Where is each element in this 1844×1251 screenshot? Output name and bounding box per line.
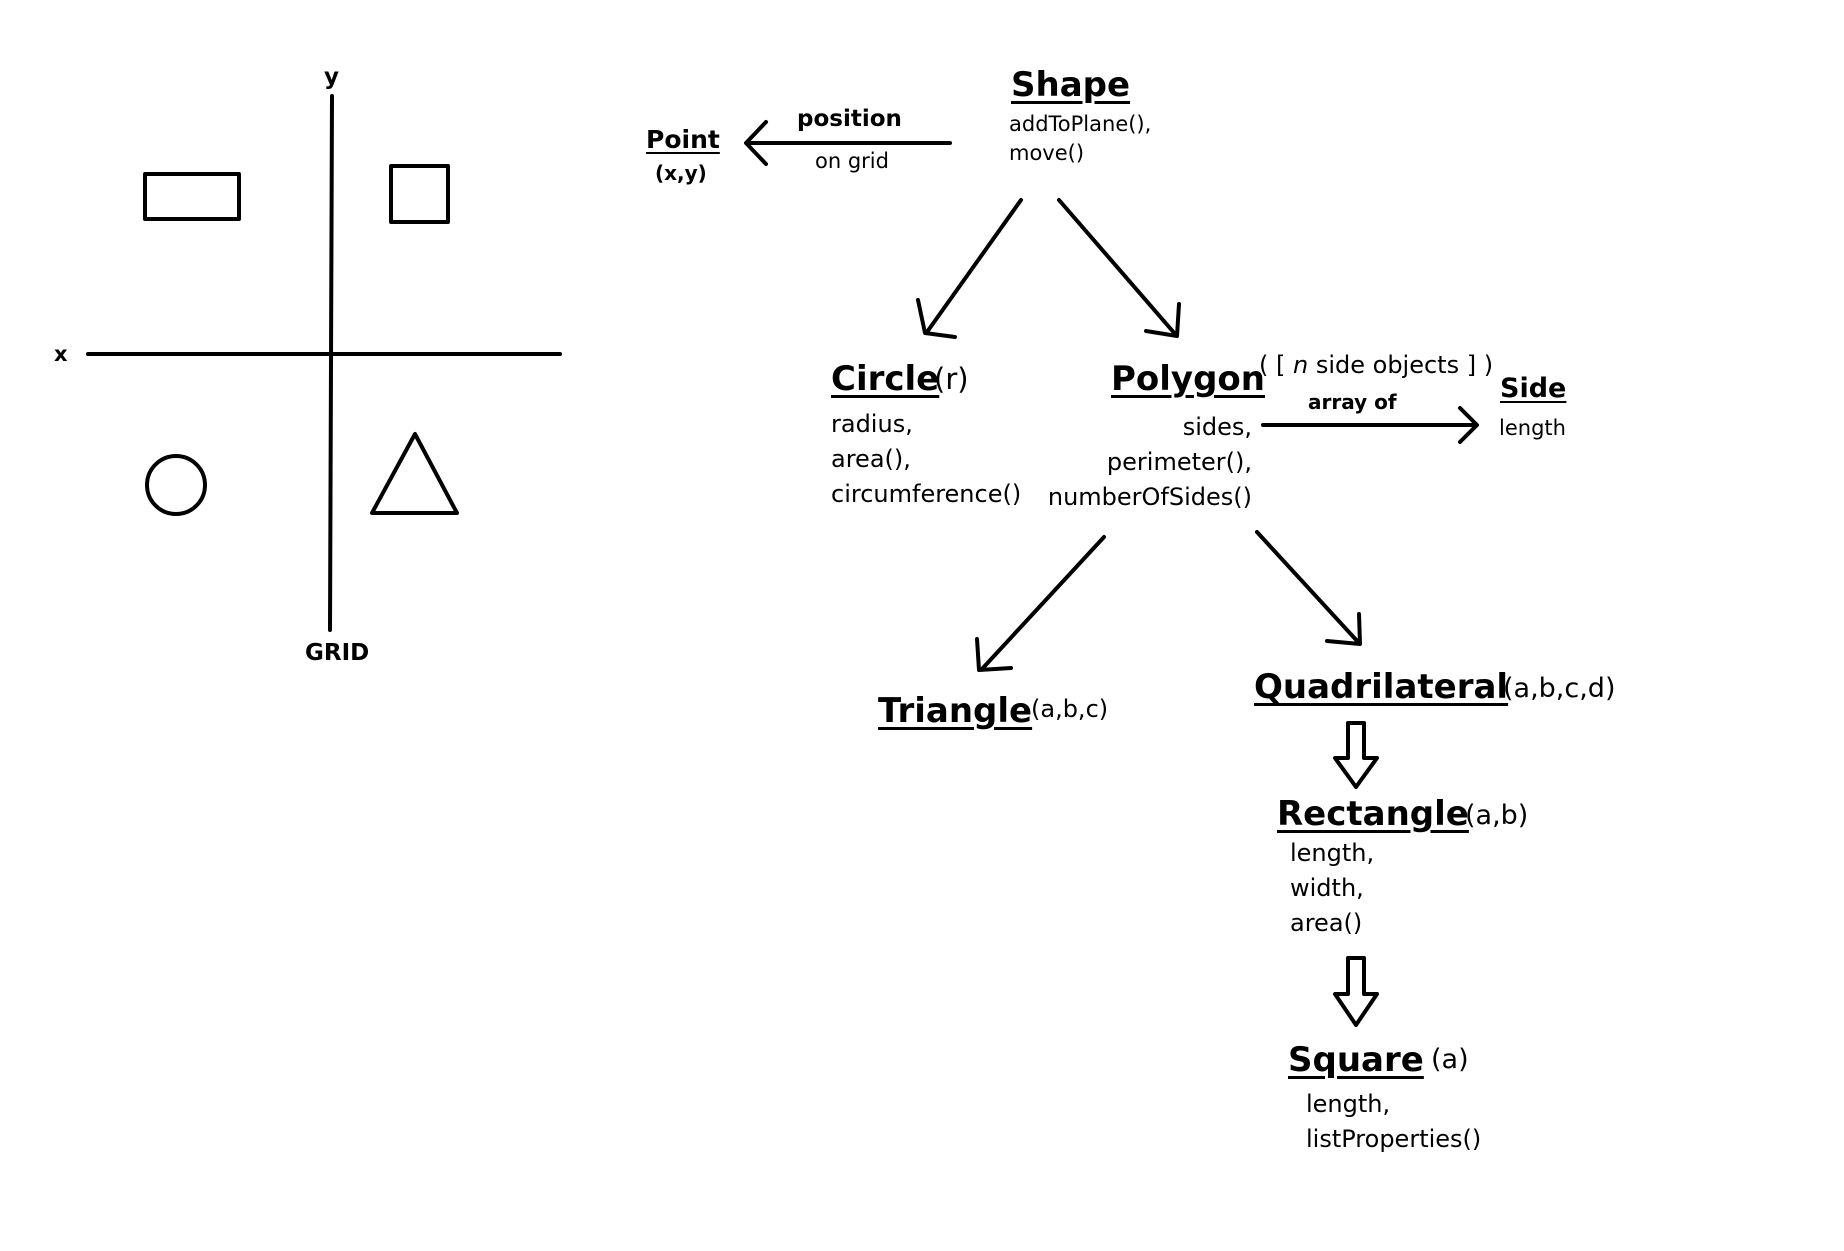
grid-triangle-shape [370, 432, 459, 515]
arrow-polygon-to-triangle-head [975, 637, 1013, 672]
circle-params: (r) [934, 362, 969, 396]
polygon-member-perimeter: perimeter(), [1106, 448, 1252, 476]
circle-member-area: area(), [831, 445, 911, 473]
circle-member-radius: radius, [831, 410, 913, 438]
rectangle-member-length: length, [1290, 839, 1375, 867]
circle-class-title: Circle [831, 359, 940, 399]
side-member-length: length [1499, 416, 1566, 440]
polygon-params-n: n [1292, 351, 1309, 379]
arrow-polygon-to-quadrilateral-head [1325, 612, 1362, 646]
circle-member-circumference: circumference() [831, 480, 1022, 508]
grid-y-axis [328, 94, 334, 632]
quadrilateral-class-title: Quadrilateral [1254, 667, 1509, 707]
shape-class-title: Shape [1011, 65, 1131, 105]
square-member-length: length, [1306, 1090, 1391, 1118]
arrow-shape-to-polygon [1057, 198, 1178, 337]
grid-caption: GRID [305, 640, 370, 666]
polygon-params-open: ( [ [1259, 351, 1293, 379]
square-member-list-properties: listProperties() [1306, 1125, 1482, 1153]
polygon-member-number-of-sides: numberOfSides() [1047, 483, 1252, 511]
polygon-params: ( [ n side objects ] ) [1259, 353, 1493, 377]
shape-member-add-to-plane: addToPlane(), [1009, 112, 1152, 136]
shape-member-move: move() [1009, 141, 1085, 165]
arrow-polygon-to-triangle [980, 535, 1106, 671]
side-class-title: Side [1500, 373, 1567, 404]
point-params: (x,y) [655, 161, 707, 185]
arrow-shape-to-point-head [744, 120, 768, 166]
grid-square-shape [389, 164, 450, 224]
square-class-title: Square [1288, 1040, 1424, 1080]
square-params: (a) [1431, 1044, 1469, 1075]
rectangle-params: (a,b) [1465, 800, 1529, 831]
polygon-class-title: Polygon [1111, 359, 1265, 399]
grid-rectangle-shape [143, 172, 241, 221]
rectangle-class-title: Rectangle [1277, 794, 1469, 834]
arrow-polygon-to-quadrilateral [1255, 530, 1361, 645]
point-relation-on-grid: on grid [815, 149, 889, 173]
arrow-shape-to-circle [925, 198, 1023, 334]
polygon-params-close: side objects ] ) [1308, 351, 1494, 379]
point-relation-position: position [797, 106, 902, 132]
grid-circle-shape [145, 454, 207, 516]
arrow-rectangle-to-square [1333, 956, 1379, 1027]
quadrilateral-params: (a,b,c,d) [1503, 673, 1616, 704]
point-class-title: Point [646, 125, 720, 154]
arrow-shape-to-polygon-head [1144, 302, 1181, 338]
arrow-shape-to-circle-head [916, 298, 957, 339]
polygon-member-sides: sides, [1182, 413, 1252, 441]
grid-y-label: y [324, 64, 339, 90]
rectangle-member-width: width, [1290, 874, 1364, 902]
triangle-class-title: Triangle [878, 691, 1033, 731]
arrow-quadrilateral-to-rectangle [1333, 721, 1379, 789]
triangle-params: (a,b,c) [1031, 695, 1109, 723]
arrow-polygon-to-side-head [1458, 406, 1479, 444]
grid-x-label: x [54, 342, 68, 366]
rectangle-member-area: area() [1290, 909, 1363, 937]
polygon-relation-array-of: array of [1308, 390, 1397, 414]
